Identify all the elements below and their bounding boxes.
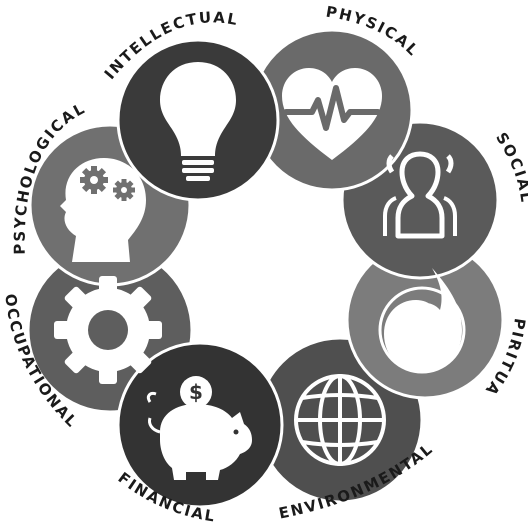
svg-text:$: $	[189, 380, 203, 404]
gear-icon	[54, 276, 162, 384]
globe-icon	[294, 374, 386, 466]
heart-pulse-icon	[282, 68, 382, 160]
people-icon	[383, 151, 457, 239]
head-gears-icon	[60, 158, 146, 262]
lightbulb-icon	[160, 62, 236, 181]
piggy-bank-icon: $	[146, 376, 252, 480]
flame-spiral-icon	[378, 268, 466, 374]
